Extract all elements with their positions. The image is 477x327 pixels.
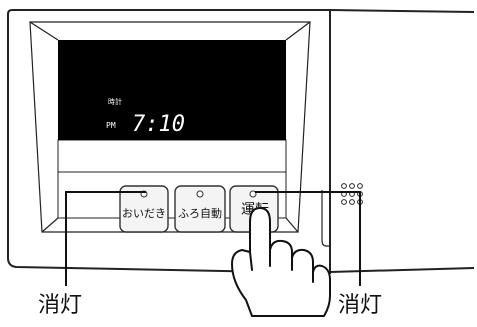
- callout-lines: [65, 191, 361, 286]
- button-oidaki[interactable]: おいだき: [119, 185, 169, 233]
- pressing-hand-icon: [231, 207, 331, 317]
- time-readout: 7:10: [132, 112, 185, 137]
- lcd-display: [58, 40, 286, 140]
- clock-label: 時計: [108, 97, 122, 106]
- callout-label-left: 消灯: [38, 293, 82, 318]
- button-furo-jidou[interactable]: ふろ自動: [174, 185, 226, 233]
- ampm-indicator: PM: [106, 121, 116, 130]
- button-label-oidaki: おいだき: [122, 207, 166, 220]
- indicator-lamp-furo: [196, 190, 204, 198]
- button-label-furo: ふろ自動: [178, 206, 222, 220]
- callout-label-right: 消灯: [338, 293, 382, 318]
- indicator-lamp-unten: [249, 190, 257, 198]
